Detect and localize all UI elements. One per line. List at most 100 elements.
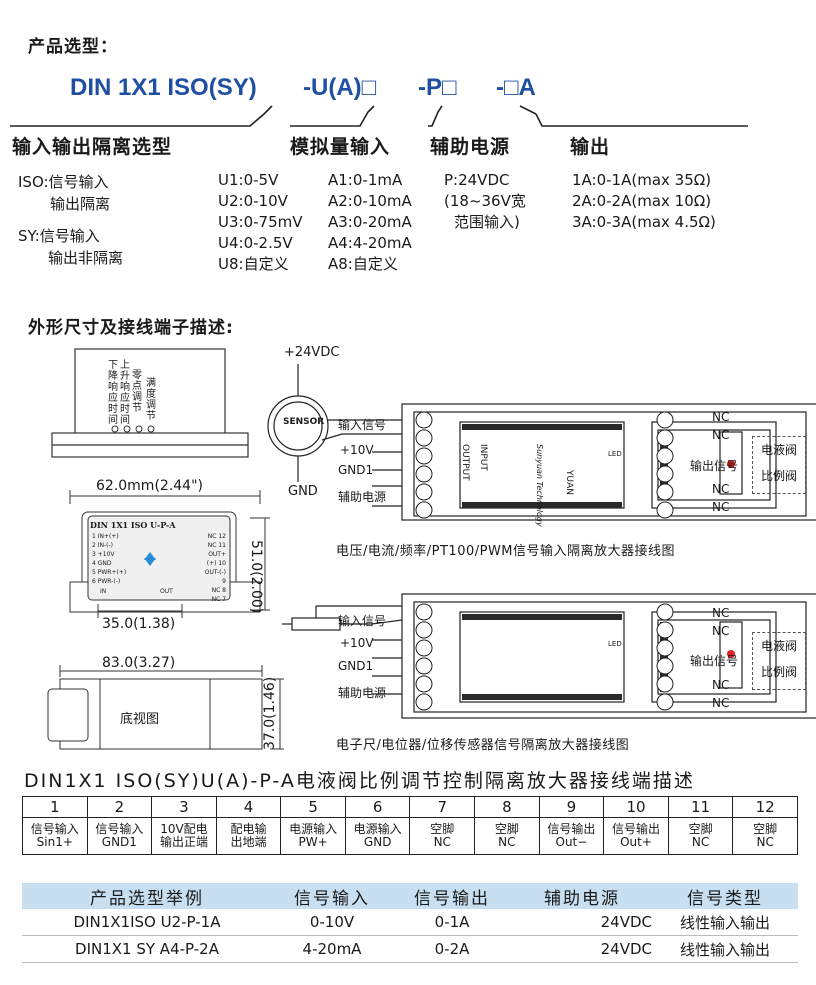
- analog-u3: U3:0-75mV: [218, 213, 303, 231]
- input-label-1: INPUT: [478, 444, 488, 471]
- pin-desc-9b: Out−: [555, 835, 588, 849]
- side-label-span: 满度调节: [146, 378, 156, 422]
- pin-desc-8a: 空脚: [494, 822, 519, 836]
- pin-num-9: 9: [538, 796, 605, 818]
- example-row-1: DIN1X1ISO U2-P-1A 0-10V 0-1A 24VDC 线性输入输…: [22, 909, 798, 936]
- category-isolation: 输入输出隔离选型: [12, 136, 173, 158]
- pin-num-2: 2: [86, 796, 153, 818]
- example-header-power: 辅助电源: [544, 888, 620, 909]
- analog-u4: U4:0-2.5V: [218, 234, 293, 252]
- pin-desc-6a: 电源输入: [353, 822, 402, 836]
- pin-desc-8b: NC: [498, 835, 516, 849]
- front-view-drawing: [69, 490, 270, 613]
- pin-desc-9a: 信号输出: [547, 822, 596, 836]
- example-row-2: DIN1X1 SY A4-P-2A 4-20mA 0-2A 24VDC 线性输入…: [22, 936, 798, 963]
- analog-a8: A8:自定义: [328, 255, 398, 273]
- model-part-output: -□A: [496, 74, 536, 101]
- pin-desc-1b: Sin1+: [36, 835, 73, 849]
- category-analog-input: 模拟量输入: [290, 136, 391, 158]
- output-signal-label-2: 输出信号: [690, 654, 739, 668]
- nc-11-label-1: NC: [712, 428, 730, 442]
- output-2a: 2A:0-2A(max 10Ω): [572, 192, 712, 210]
- input-signal-label-2: 输入信号: [338, 614, 387, 628]
- pin-desc-2a: 信号输入: [95, 822, 144, 836]
- wiring-power-label: +24VDC: [284, 345, 340, 360]
- pin-num-10: 10: [603, 796, 669, 818]
- pin-desc-10b: Out+: [620, 835, 652, 849]
- front-pin-6: 6 PWR-(-): [92, 578, 121, 585]
- pin-num-8: 8: [474, 796, 540, 818]
- output-3a: 3A:0-3A(max 4.5Ω): [572, 213, 716, 231]
- example-row-1-type: 线性输入输出: [679, 913, 770, 932]
- example-header-row: 产品选型举例 信号输入 信号输出 辅助电源 信号类型: [22, 883, 798, 909]
- valve-label-2b: 比例阀: [760, 665, 797, 679]
- valve-label-1b: 比例阀: [760, 469, 797, 483]
- sy-option-1: SY:信号输入: [18, 227, 100, 245]
- led-label-2: LED: [608, 640, 622, 648]
- valve-label-2a: 电液阀: [760, 639, 797, 653]
- dim-bottom-width: 83.0(3.27): [102, 655, 176, 671]
- pin-desc-7b: NC: [433, 835, 451, 849]
- front-pin-7: NC 7: [211, 596, 226, 603]
- example-header-output: 信号输出: [414, 888, 490, 909]
- example-row-1-output: 0-1A: [434, 913, 470, 931]
- pin-desc-11a: 空脚: [688, 822, 713, 836]
- valve-box-1: 电液阀 比例阀: [752, 436, 806, 494]
- wiring-diagram-2: [282, 593, 816, 719]
- model-part-power: -P□: [418, 74, 457, 101]
- front-pin-4: 4 GND: [92, 560, 112, 567]
- dim-rail: 35.0(1.38): [102, 616, 176, 632]
- output-label-1: OUTPUT: [460, 444, 470, 481]
- front-pins-right: NC 12 NC 11 OUT+(+) 10 OUT-(-) 9 NC 8 NC…: [200, 532, 226, 604]
- pin-number-row: 1 2 3 4 5 6 7 8 9 10 11 12: [22, 796, 798, 818]
- example-row-2-model: DIN1X1 SY A4-P-2A: [75, 940, 219, 958]
- bottom-view-label: 底视图: [120, 712, 160, 727]
- gnd1-label-2: GND1: [338, 659, 374, 673]
- nc-8-label-2: NC: [712, 678, 730, 692]
- analog-u1: U1:0-5V: [218, 171, 279, 189]
- example-row-1-input: 0-10V: [309, 913, 355, 931]
- front-pin-9: OUT-(-) 9: [204, 569, 226, 585]
- pin-desc-10a: 信号输出: [611, 822, 660, 836]
- output-list: 1A:0-1A(max 35Ω) 2A:0-2A(max 10Ω) 3A:0-3…: [572, 170, 716, 233]
- front-pin-2: 2 IN-(-): [92, 542, 113, 549]
- front-label-in: IN: [100, 588, 107, 595]
- sy-option-1b: 输出非隔离: [48, 249, 124, 267]
- pin-num-3: 3: [151, 796, 217, 818]
- analog-a2: A2:0-10mA: [328, 192, 412, 210]
- gnd1-label-1: GND1: [338, 463, 374, 477]
- caption-1-text: 电压/电流/频率/PT100/PWM信号输入隔离放大器接线图: [336, 544, 676, 559]
- side-label-fall: 下降响应时间: [108, 360, 118, 426]
- output-1a: 1A:0-1A(max 35Ω): [572, 171, 712, 189]
- example-table: 产品选型举例 信号输入 信号输出 辅助电源 信号类型 DIN1X1ISO U2-…: [22, 883, 798, 963]
- analog-a3: A3:0-20mA: [328, 213, 412, 231]
- category-output: 输出: [570, 136, 611, 158]
- pin-num-6: 6: [344, 796, 411, 818]
- nc-7-label-2: NC: [712, 696, 730, 710]
- caption-2-text: 电子尺/电位器/位移传感器信号隔离放大器接线图: [336, 738, 630, 753]
- valve-label-1a: 电液阀: [760, 443, 797, 457]
- pin-desc-11b: NC: [691, 835, 710, 849]
- example-row-2-type: 线性输入输出: [679, 940, 770, 959]
- pin-desc-1a: 信号输入: [30, 822, 79, 836]
- iso-option-1: ISO:信号输入: [18, 173, 109, 191]
- bottom-view-drawing: [47, 665, 284, 750]
- caption-diagram-1: 电压/电流/频率/PT100/PWM信号输入隔离放大器接线图: [336, 540, 675, 559]
- pin-desc-4b: 出地端: [230, 835, 267, 849]
- pin-desc-5a: 电源输入: [289, 822, 338, 836]
- pin-desc-3: 10V配电输出正端: [151, 817, 217, 855]
- sensor-label: SENSOR: [283, 417, 325, 427]
- model-part-input: -U(A)□: [303, 74, 377, 101]
- brand2-label-1: YUAN: [564, 470, 574, 495]
- example-row-1-model: DIN1X1ISO U2-P-1A: [73, 913, 221, 931]
- example-row-1-power: 24VDC: [600, 913, 652, 931]
- analog-u8: U8:自定义: [218, 255, 289, 273]
- pin-num-12: 12: [732, 796, 798, 818]
- wiring-diagram-1: [267, 364, 816, 521]
- iso-option-1b: 输出隔离: [50, 195, 111, 213]
